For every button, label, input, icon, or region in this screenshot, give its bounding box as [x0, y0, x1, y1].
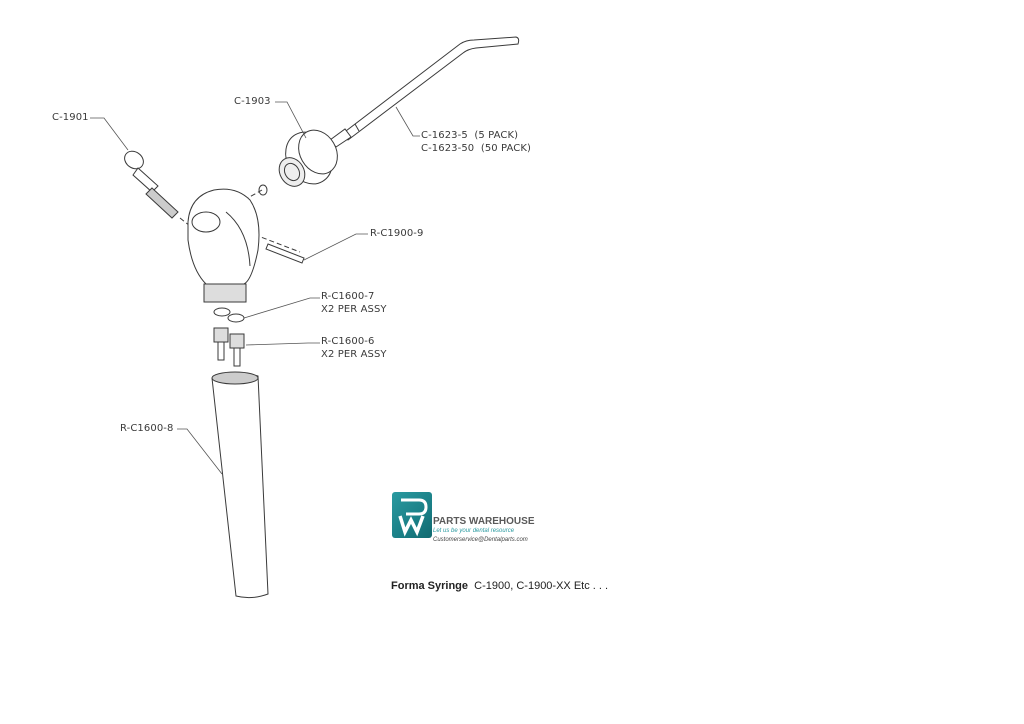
company-tagline: Let us be your dental resource: [433, 528, 515, 534]
callout-rc1600-7-qty: X2 PER ASSY: [321, 304, 387, 315]
callout-c1901: C-1901: [52, 112, 89, 123]
callout-rc1600-6-qty: X2 PER ASSY: [321, 349, 387, 360]
hose-barbs-part: [213, 327, 245, 367]
callout-c1623-5: C-1623-5 (5 PACK): [421, 130, 519, 141]
washers-part: [213, 307, 245, 323]
title-block: Forma Syringe C-1900, C-1900-XX Etc . . …: [391, 580, 608, 592]
company-email: Customerservice@Dentalparts.com: [433, 537, 528, 543]
button-valve-part: [124, 150, 179, 219]
handle-part: [211, 371, 269, 599]
product-name: Forma Syringe: [391, 580, 469, 592]
model-numbers: C-1900, C-1900-XX Etc . . .: [474, 580, 609, 592]
company-name: PARTS WAREHOUSE: [433, 516, 535, 527]
syringe-body-part: [187, 188, 260, 303]
pw-logo-icon: [398, 498, 428, 537]
callout-c1623-50: C-1623-50 (50 PACK): [421, 143, 532, 154]
pin-part: [265, 243, 305, 264]
leader-lines: [90, 101, 420, 475]
callout-rc1600-8: R-C1600-8: [120, 423, 174, 434]
callout-rc1600-7: R-C1600-7: [321, 291, 375, 302]
tip-nut-part: [258, 129, 338, 196]
parts-warehouse-logo: [392, 492, 432, 538]
callout-rc1900-9: R-C1900-9: [370, 228, 424, 239]
callout-c1903: C-1903: [234, 96, 271, 107]
callout-rc1600-6: R-C1600-6: [321, 336, 375, 347]
